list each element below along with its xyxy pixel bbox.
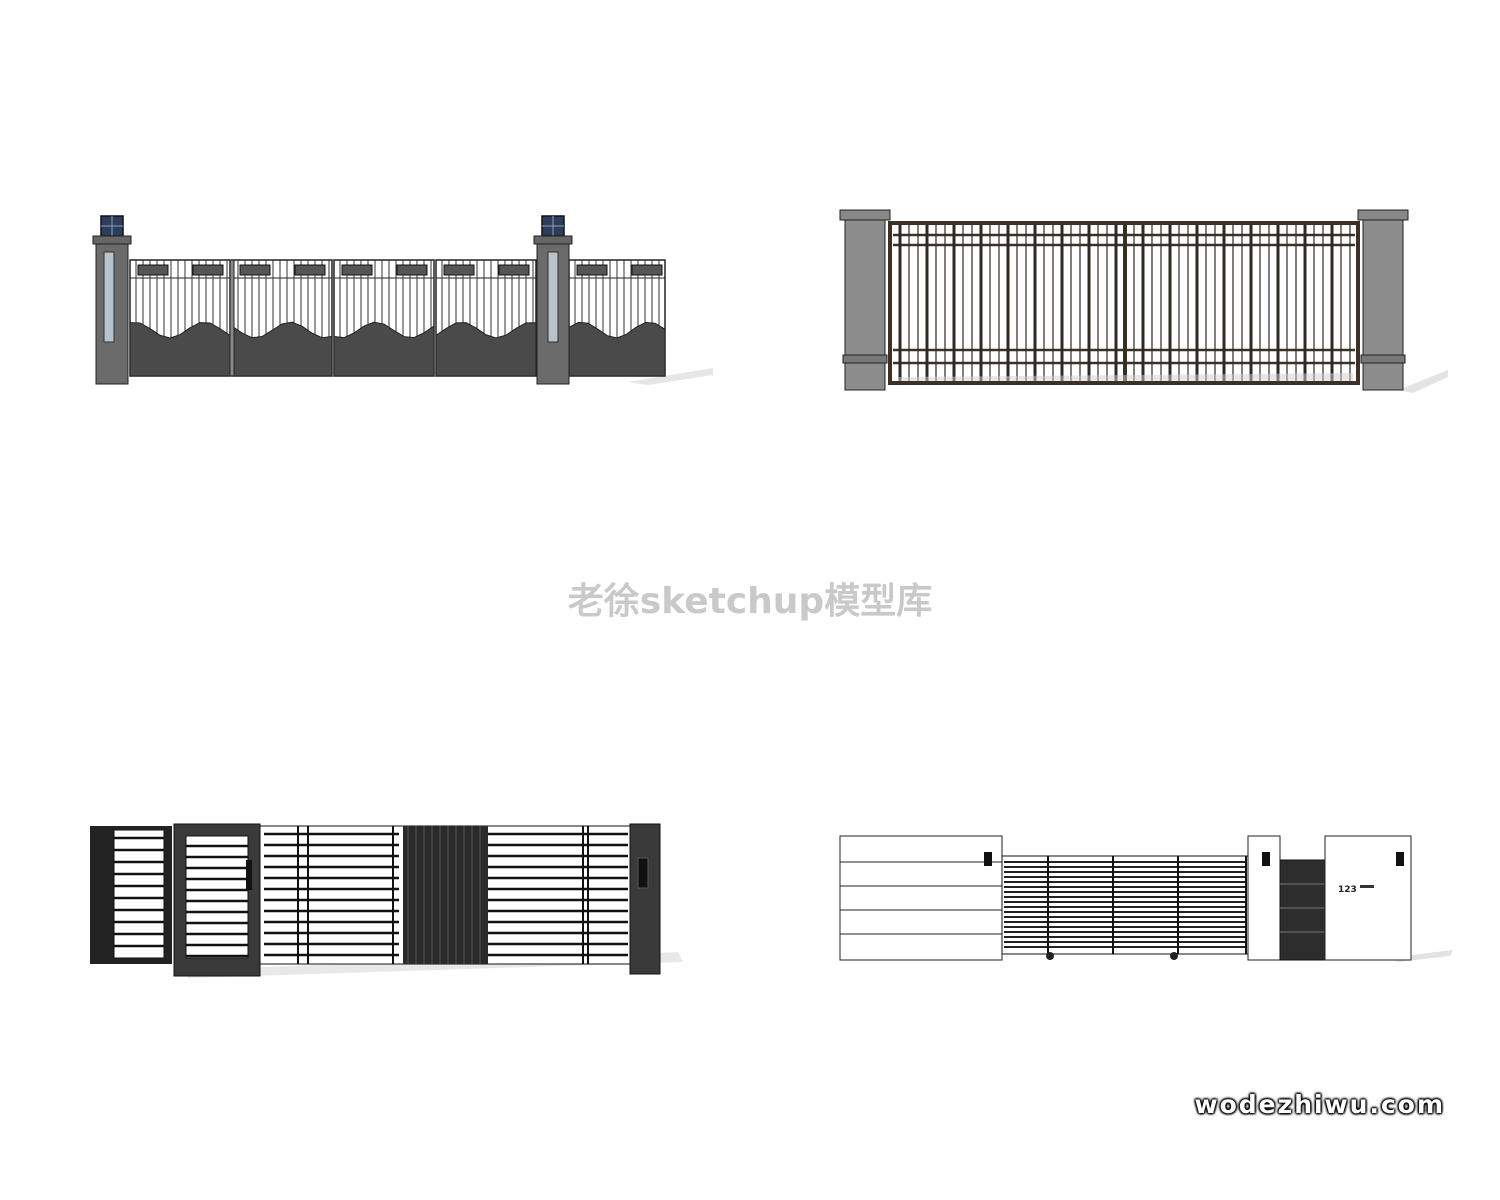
house-number: 123	[1338, 885, 1357, 895]
ornamental-iron-gate	[88, 210, 718, 390]
site-watermark: wodezhiwu.com	[1194, 1090, 1445, 1119]
stone-pillar-sliding-gate	[838, 205, 1453, 400]
modern-white-wall-gate: 123	[838, 830, 1458, 970]
black-slat-gate	[88, 820, 688, 985]
watermark-text: 老徐sketchup模型库	[567, 581, 933, 622]
